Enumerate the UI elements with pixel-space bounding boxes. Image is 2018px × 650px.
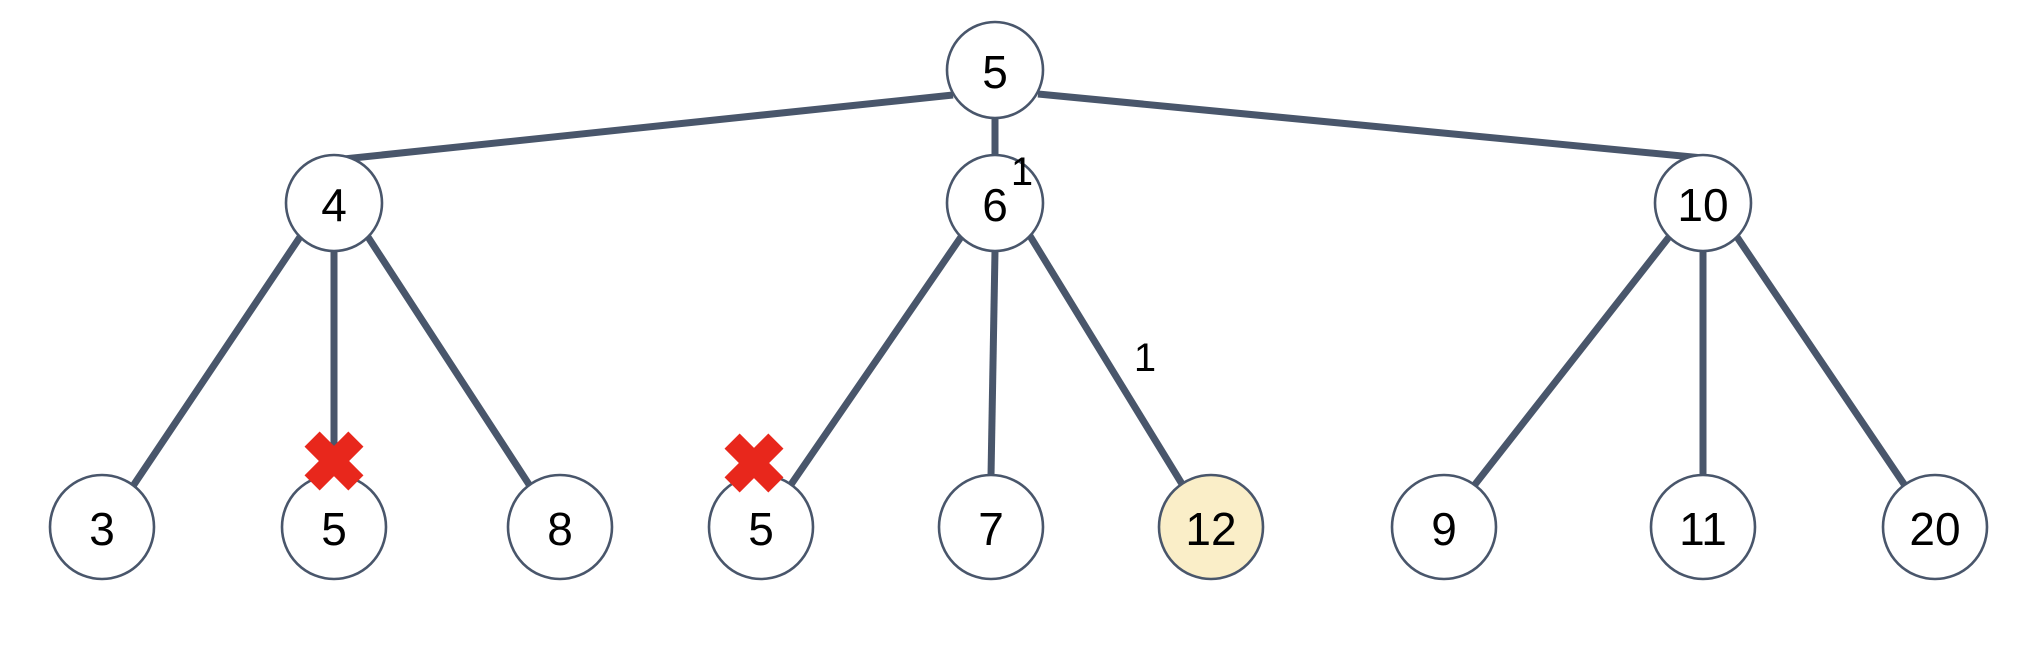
node-label: 11 bbox=[1679, 503, 1727, 555]
tree-edge bbox=[787, 235, 964, 488]
node-circle[interactable] bbox=[284, 153, 384, 253]
tree-edge bbox=[1037, 90, 1704, 162]
edge-weight-label: 1 bbox=[1134, 336, 1156, 380]
tree-edge bbox=[333, 91, 954, 164]
node-circle[interactable] bbox=[945, 153, 1045, 253]
tree-edge bbox=[365, 235, 533, 488]
tree-node[interactable]: 5 bbox=[280, 473, 388, 581]
node-circle[interactable] bbox=[937, 473, 1045, 581]
node-label: 3 bbox=[89, 503, 115, 555]
node-circle-highlighted[interactable] bbox=[1157, 473, 1265, 581]
tree-node[interactable]: 11 bbox=[1649, 473, 1757, 581]
tree-node[interactable]: 4 bbox=[284, 153, 384, 253]
tree-node[interactable]: 8 bbox=[506, 473, 614, 581]
node-circle[interactable] bbox=[506, 473, 614, 581]
node-label: 20 bbox=[1909, 503, 1960, 555]
tree-edge bbox=[1027, 234, 1185, 486]
tree-node[interactable]: 10 bbox=[1653, 153, 1753, 253]
node-label: 4 bbox=[321, 179, 347, 231]
tree-edge bbox=[987, 250, 999, 477]
tree-node[interactable]: 20 bbox=[1881, 473, 1989, 581]
x-mark-icon bbox=[724, 433, 784, 493]
tree-node[interactable]: 7 bbox=[937, 473, 1045, 581]
node-circle[interactable] bbox=[1881, 473, 1989, 581]
tree-node[interactable]: 9 bbox=[1390, 473, 1498, 581]
node-label: 6 bbox=[982, 179, 1008, 231]
node-label: 7 bbox=[978, 503, 1004, 555]
node-label: 9 bbox=[1431, 503, 1457, 555]
edges-group bbox=[130, 90, 1909, 490]
node-label: 5 bbox=[321, 503, 347, 555]
tree-edge bbox=[1734, 235, 1909, 489]
node-label: 5 bbox=[982, 46, 1008, 98]
node-circle[interactable] bbox=[1653, 153, 1753, 253]
tree-node[interactable]: 5 bbox=[707, 473, 815, 581]
tree-node[interactable]: 12 bbox=[1157, 473, 1265, 581]
node-label: 5 bbox=[748, 503, 774, 555]
tree-node[interactable]: 5 bbox=[945, 20, 1045, 120]
node-circle[interactable] bbox=[1649, 473, 1757, 581]
node-label: 12 bbox=[1185, 503, 1236, 555]
node-circle[interactable] bbox=[945, 20, 1045, 120]
node-circle[interactable] bbox=[1390, 473, 1498, 581]
tree-edge bbox=[130, 235, 303, 488]
tree-node[interactable]: 6 bbox=[945, 153, 1045, 253]
x-marks-group bbox=[304, 431, 784, 493]
tree-node[interactable]: 3 bbox=[48, 473, 156, 581]
edge-weight-label: 1 bbox=[1011, 150, 1033, 194]
node-label: 8 bbox=[547, 503, 573, 555]
x-mark-icon bbox=[304, 431, 364, 491]
node-circle[interactable] bbox=[48, 473, 156, 581]
edge-labels-group: 11 bbox=[1011, 150, 1156, 380]
tree-edge bbox=[1470, 234, 1672, 490]
node-label: 10 bbox=[1677, 179, 1728, 231]
